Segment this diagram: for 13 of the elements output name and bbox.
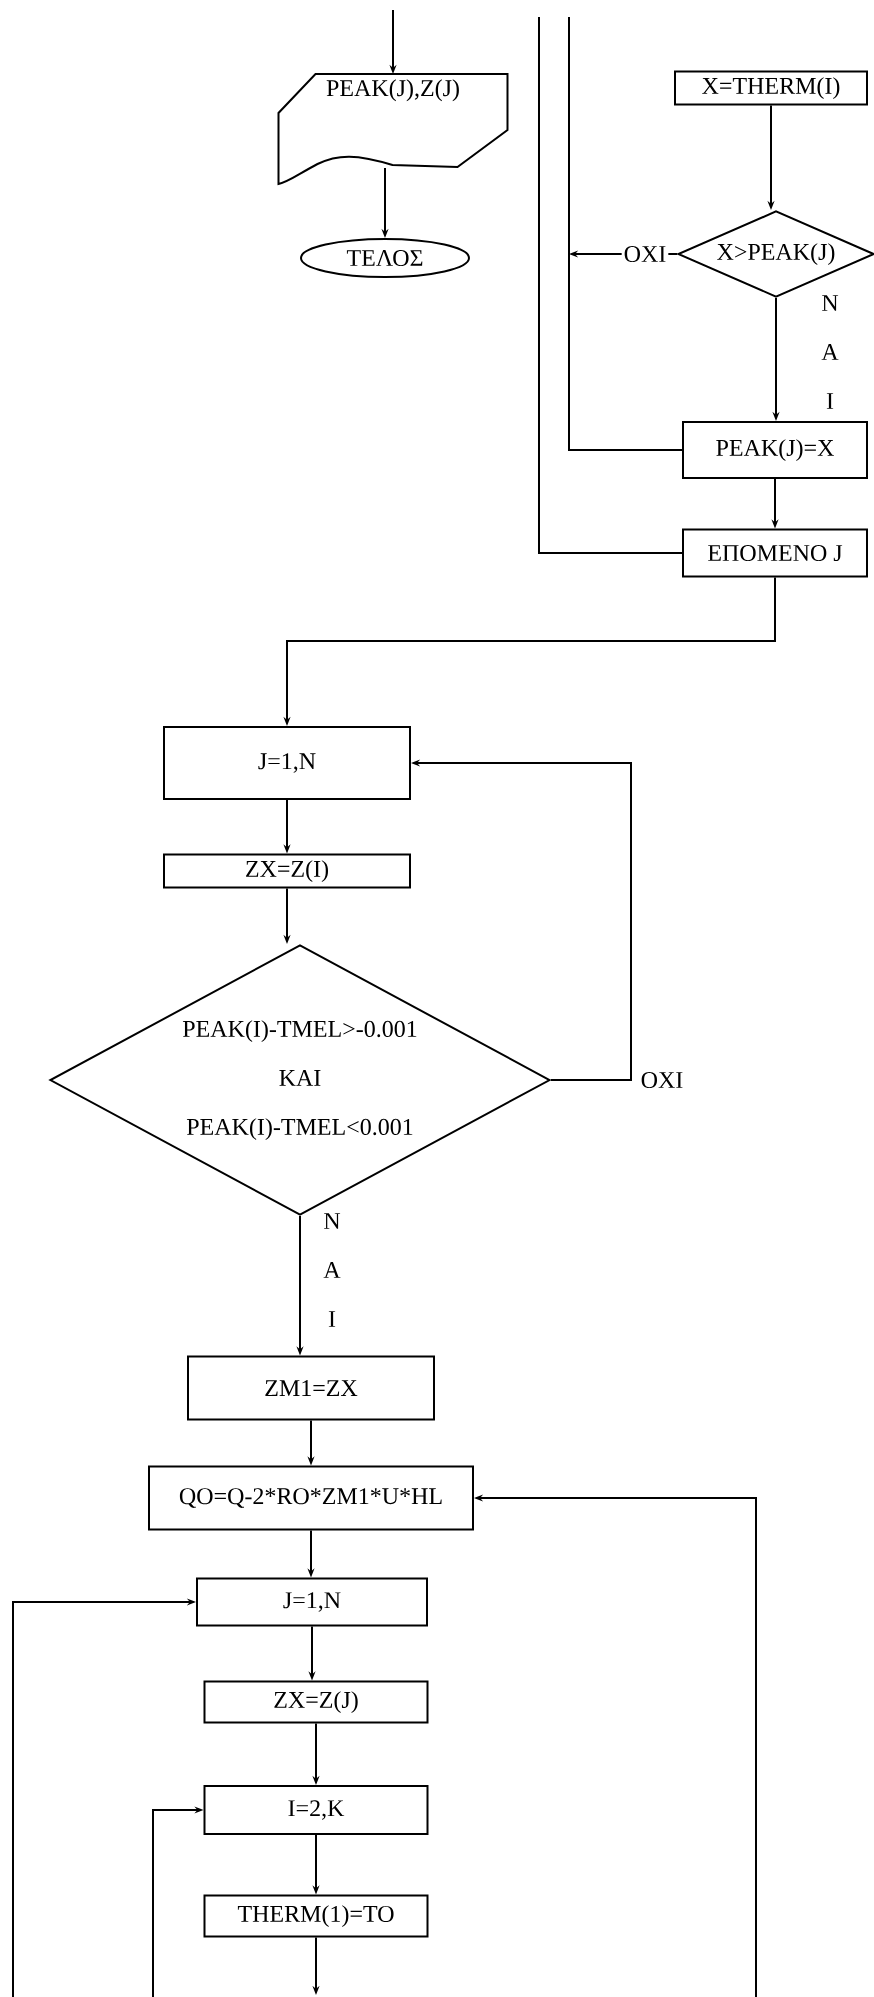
process-box: ZX=Z(J)	[203, 1680, 429, 1724]
process-box: J=1,N	[196, 1577, 428, 1627]
edge-label: ΟΧΙ	[638, 1069, 686, 1091]
process-box: QO=Q-2*RO*ZM1*U*HL	[148, 1465, 474, 1531]
process-box: ΕΠΟΜΕΝΟ J	[682, 528, 868, 578]
process-box: PEAK(J)=X	[682, 421, 868, 479]
process-box: ZM1=ZX	[187, 1355, 435, 1421]
process-box: J=1,N	[163, 726, 411, 800]
process-box: X=THERM(I)	[674, 70, 868, 106]
process-box: I=2,K	[203, 1785, 429, 1835]
process-box: THERM(1)=TO	[203, 1894, 429, 1938]
process-box: ZX=Z(I)	[163, 853, 411, 889]
edge-label: ΟΧΙ	[621, 243, 669, 265]
